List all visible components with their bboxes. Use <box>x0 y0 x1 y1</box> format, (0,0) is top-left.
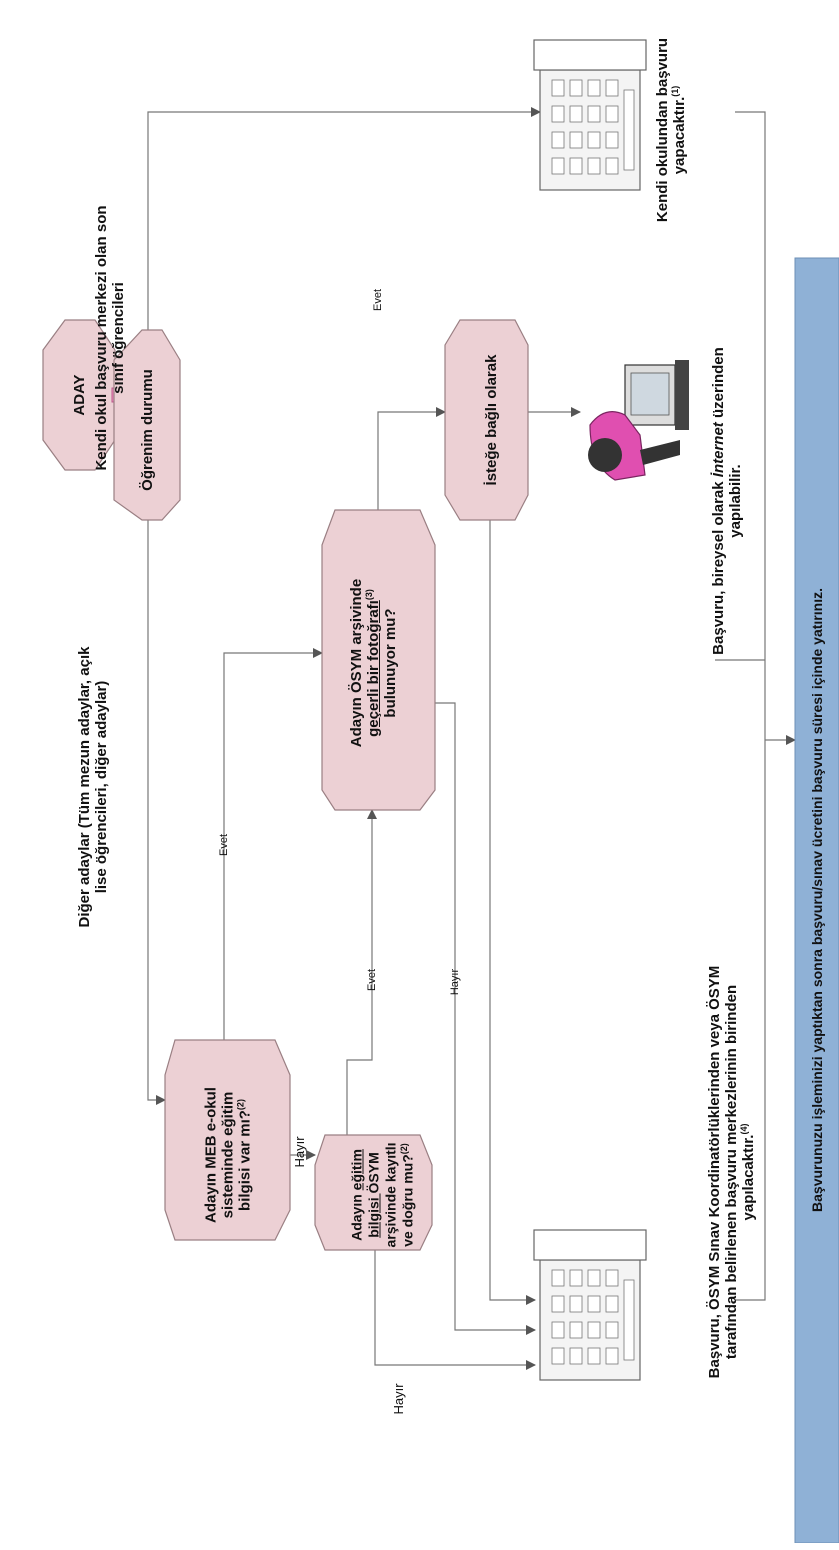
footer-text: Başvurunuzu işleminizi yaptıktan sonra b… <box>808 588 825 1212</box>
person-computer-icon <box>588 360 689 481</box>
aday-shape <box>42 319 116 471</box>
foto-shape <box>321 509 436 811</box>
egitim-question-label: Adayın eğitim bilgisi ÖSYM arşivinde kay… <box>348 1142 416 1248</box>
istege-shape <box>444 319 529 521</box>
connector-lines <box>147 107 796 1370</box>
diger-adaylar-label: Diğer adaylar (Tüm mezun adaylar, açık l… <box>76 646 110 928</box>
aday-label: ADAY <box>70 374 88 416</box>
edge-hayir-label: Hayır <box>291 1136 307 1168</box>
kendi-okul-outcome-label: Kendi okulundan başvuru yapacaktır.(1) <box>654 37 688 223</box>
meb-question-label: Adayın MEB e-okul sisteminde eğitim bilg… <box>202 1087 253 1223</box>
edge-evet-label: Evet <box>217 834 230 857</box>
footer-bar <box>794 257 839 1543</box>
kendi-okul-group-label: Kendi okul başvuru merkezi olan son sını… <box>93 205 127 471</box>
egitim-shape <box>314 1134 433 1251</box>
ogrenim-shape <box>113 329 181 521</box>
building-icon <box>533 1229 647 1381</box>
istege-label: İsteğe bağlı olarak <box>482 354 500 486</box>
koordinator-outcome-label: Başvuru, ÖSYM Sınav Koordinatörlüklerind… <box>705 965 757 1379</box>
edge-hayir-label: Hayır <box>390 1383 406 1415</box>
meb-shape <box>164 1039 291 1241</box>
edge-evet-label: Evet <box>371 289 384 312</box>
building-icon <box>533 39 647 191</box>
ogrenim-label: Öğrenim durumu <box>138 369 156 491</box>
edge-evet-label: Evet <box>365 969 378 992</box>
edge-hayir-label: Hayır <box>448 968 461 996</box>
internet-outcome-label: Başvuru, bireysel olarak İnternet üzerin… <box>710 347 744 655</box>
